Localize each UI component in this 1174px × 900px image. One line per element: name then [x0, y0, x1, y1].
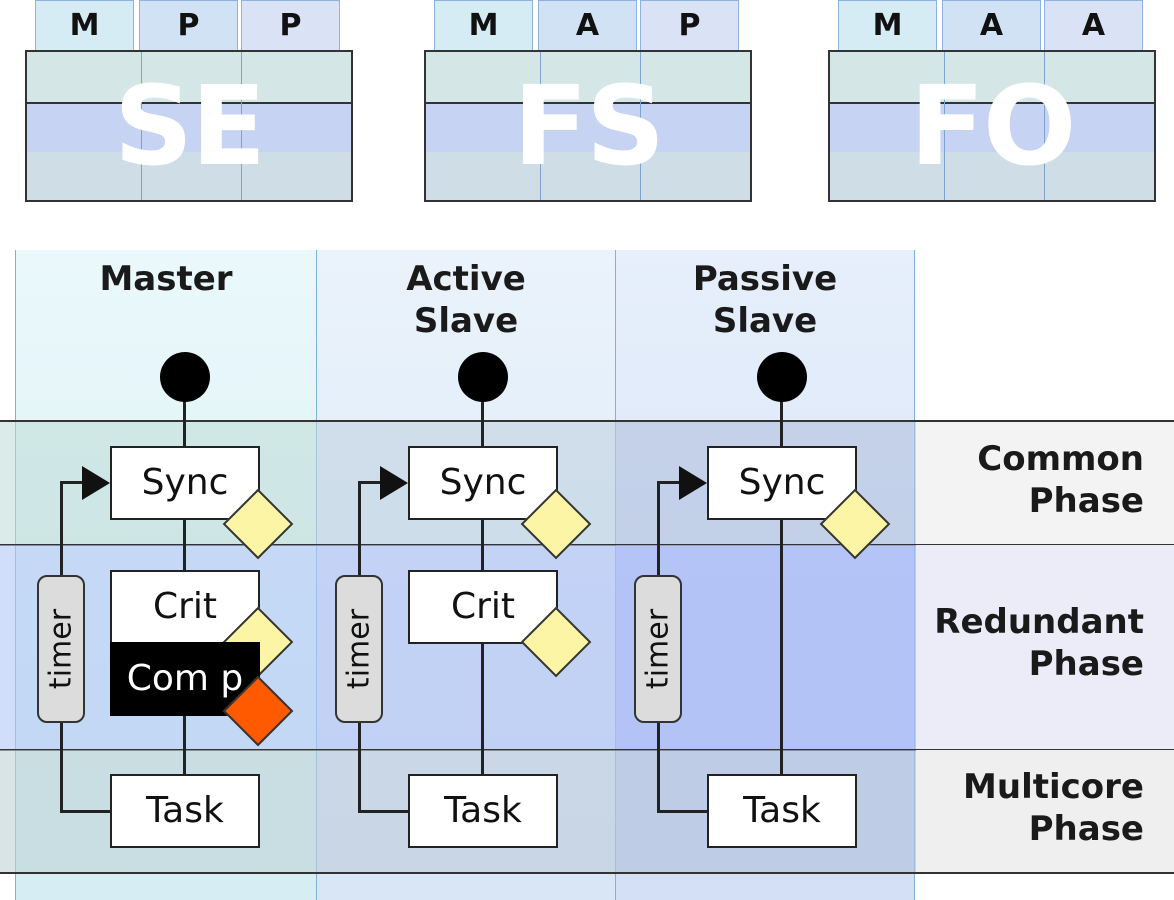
mode-grid: FO — [828, 50, 1156, 202]
column-title-passive-slave: Passive Slave — [692, 259, 838, 341]
mode-table-fs: M A P FS — [424, 0, 764, 205]
crit-node: Crit — [408, 570, 558, 644]
task-node: Task — [110, 774, 260, 848]
start-node-icon — [458, 352, 508, 402]
phase-label-multicore: Multicore Phase — [963, 767, 1144, 849]
start-node-icon — [160, 352, 210, 402]
phase-band-multicore: Multicore Phase — [0, 750, 1174, 874]
task-node: Task — [408, 774, 558, 848]
mode-name: FS — [512, 62, 665, 190]
mode-tab: A — [538, 0, 637, 52]
mode-tab: P — [241, 0, 340, 52]
mode-tab: M — [838, 0, 937, 52]
sync-node: Sync — [707, 446, 857, 520]
mode-grid: FS — [424, 50, 752, 202]
mode-name: SE — [113, 62, 266, 190]
loop-line — [657, 810, 709, 813]
sync-node: Sync — [110, 446, 260, 520]
loop-line — [358, 481, 383, 484]
mode-table-se: M P P SE — [25, 0, 365, 205]
flow-line — [780, 380, 783, 780]
column-title-active-slave: Active Slave — [406, 259, 526, 341]
mode-tab: M — [434, 0, 533, 52]
mode-tab: P — [640, 0, 739, 52]
phase-label-common: Common Phase — [977, 439, 1144, 521]
timer-node: timer — [335, 575, 383, 723]
mode-tab: P — [139, 0, 238, 52]
loop-line — [657, 481, 682, 484]
start-node-icon — [757, 352, 807, 402]
mode-tab: M — [35, 0, 134, 52]
mode-tab: A — [1044, 0, 1143, 52]
timer-node: timer — [37, 575, 85, 723]
mode-table-fo: M A A FO — [828, 0, 1168, 205]
loop-line — [358, 810, 410, 813]
task-node: Task — [707, 774, 857, 848]
column-title-master: Master — [99, 259, 233, 299]
loop-line — [60, 481, 85, 484]
mode-grid: SE — [25, 50, 353, 202]
phase-label-redundant: Redundant Phase — [934, 602, 1144, 684]
arrow-right-icon — [380, 466, 408, 500]
mode-tab: A — [942, 0, 1041, 52]
sync-node: Sync — [408, 446, 558, 520]
arrow-right-icon — [679, 466, 707, 500]
loop-line — [60, 810, 112, 813]
timer-node: timer — [634, 575, 682, 723]
arrow-right-icon — [82, 466, 110, 500]
mode-name: FO — [909, 62, 1077, 190]
